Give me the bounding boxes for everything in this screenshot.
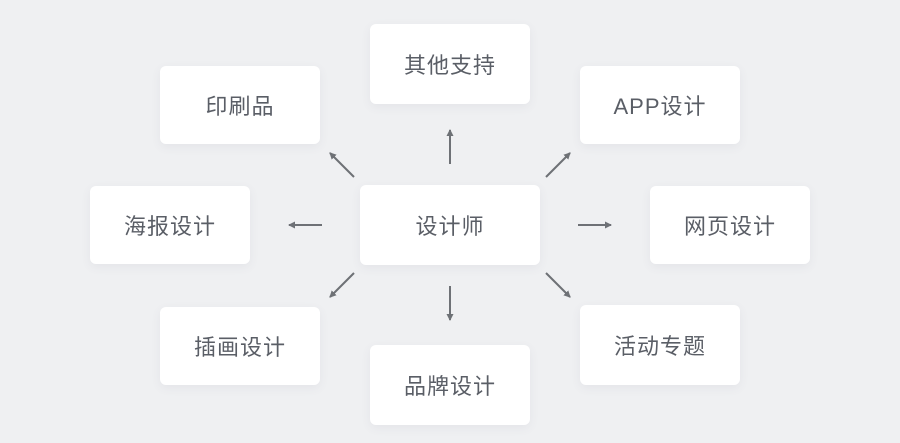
node-label: 插画设计: [193, 335, 286, 360]
arrow-up-right-icon: [545, 152, 571, 178]
node-label: 活动专题: [613, 334, 706, 359]
node-label: 海报设计: [123, 214, 216, 239]
node-label: APP设计: [613, 94, 707, 119]
node-illustration-design: 插画设计: [160, 307, 320, 385]
arrow-down-right-icon: [545, 272, 571, 298]
node-designer-center: 设计师: [360, 185, 540, 265]
node-label: 网页设计: [683, 214, 776, 239]
node-event-special: 活动专题: [580, 305, 740, 385]
center-node-label: 设计师: [415, 214, 485, 239]
arrow-down-left-icon: [329, 272, 355, 298]
node-brand-design: 品牌设计: [370, 345, 530, 425]
node-label: 其他支持: [403, 53, 496, 78]
node-poster-design: 海报设计: [90, 186, 250, 264]
node-web-design: 网页设计: [650, 186, 810, 264]
arrow-up-left-icon: [329, 152, 355, 178]
node-printed-matter: 印刷品: [160, 66, 320, 144]
node-label: 品牌设计: [403, 374, 496, 399]
node-label: 印刷品: [205, 94, 275, 119]
node-app-design: APP设计: [580, 66, 740, 144]
node-other-support: 其他支持: [370, 24, 530, 104]
